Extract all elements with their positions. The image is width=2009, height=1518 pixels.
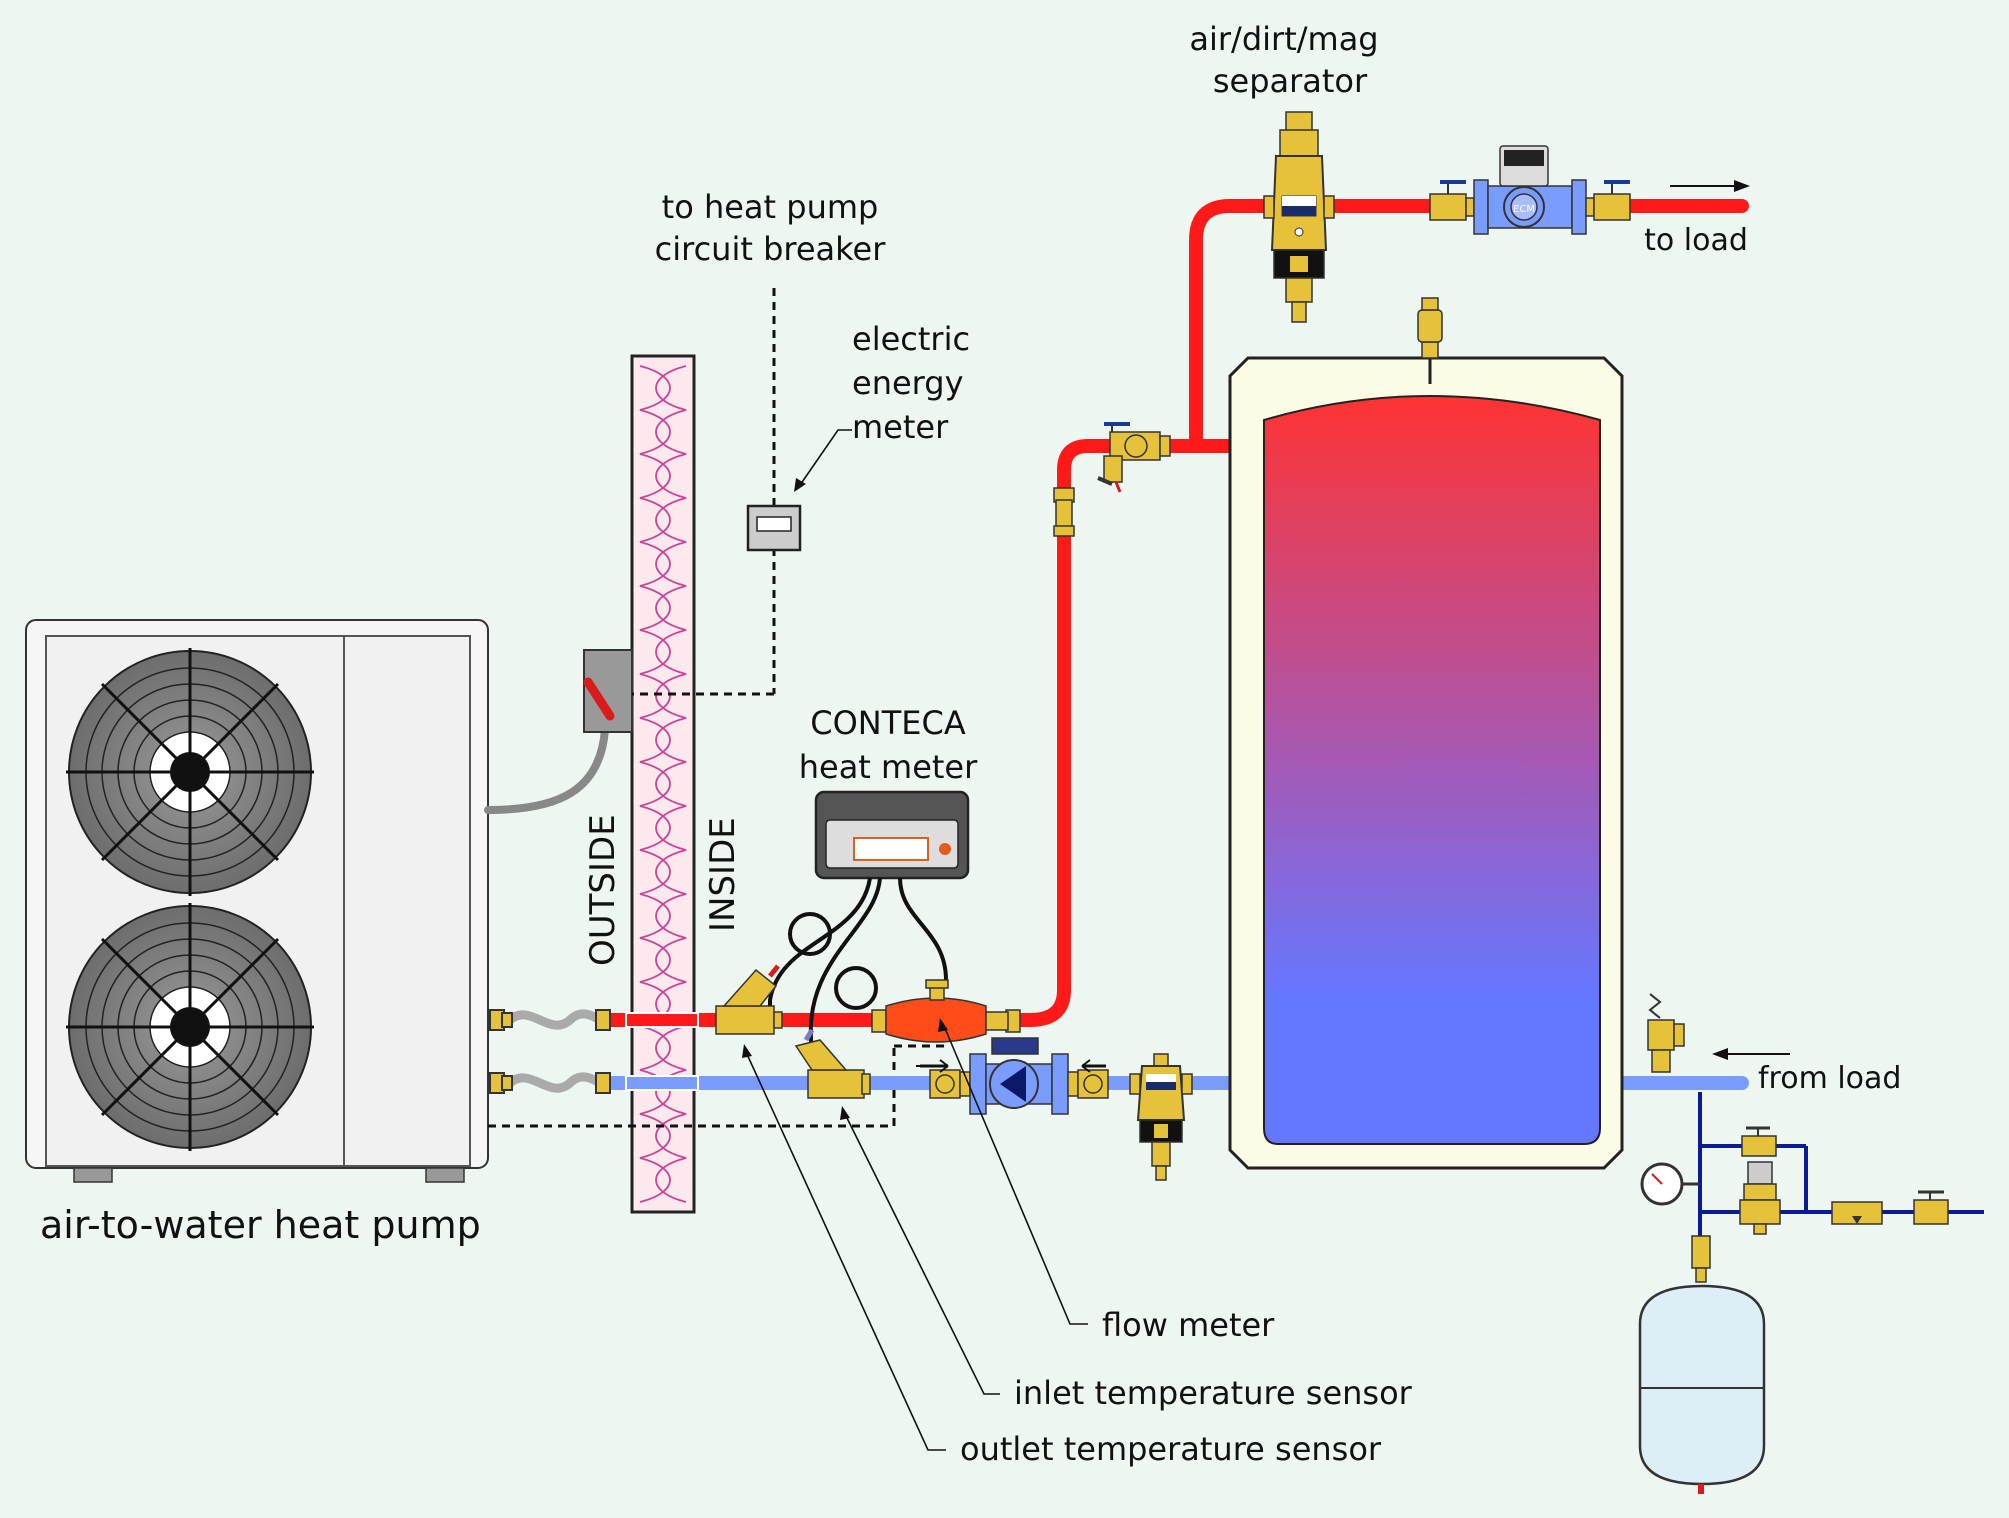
heat-pump-unit [25, 619, 489, 1183]
inlet-sensor-strainer [794, 1028, 871, 1099]
heat-pump-circulator [920, 1037, 1109, 1115]
breaker-label-line1: to heat pump [662, 188, 879, 226]
separator-label-line2: separator [1213, 62, 1368, 100]
air-dirt-mag-separator [1263, 111, 1335, 323]
ecm-badge: ECM [1513, 204, 1535, 215]
flow-meter-body [871, 979, 1021, 1043]
from-load-label: from load [1758, 1061, 1901, 1096]
unit-fittings [489, 1009, 611, 1094]
flow-arrow-icon [916, 1059, 949, 1073]
relief-valve-icon [1647, 993, 1685, 1073]
power-cable [484, 726, 609, 814]
purge-valve-icon [1097, 422, 1171, 493]
disconnect-switch-icon [583, 649, 633, 733]
pressure-gauge-icon [1640, 1162, 1700, 1206]
dashed-wiring [488, 288, 950, 1128]
outlet-sensor-label: outlet temperature sensor [960, 1430, 1382, 1468]
fan-bottom-icon [66, 903, 314, 1151]
leader-arrowheads [742, 478, 948, 1120]
fan-top-icon [66, 648, 314, 896]
inside-label: INSIDE [703, 817, 743, 932]
energy-meter-label-line3: meter [852, 408, 949, 446]
conteca-label-line1: CONTECA [810, 704, 966, 742]
separator-label-line1: air/dirt/mag [1189, 20, 1378, 58]
to-load-label: to load [1644, 223, 1748, 258]
conteca-label-line2: heat meter [799, 748, 978, 786]
exterior-wall [630, 354, 696, 1214]
conteca-heat-meter [814, 790, 970, 880]
buffer-tank [1228, 356, 1624, 1170]
outlet-sensor-strainer [715, 964, 783, 1035]
flow-meter-label: flow meter [1102, 1306, 1275, 1344]
breaker-label-line2: circuit breaker [655, 230, 887, 268]
pipe-sleeves [625, 1012, 699, 1091]
expansion-tank [1638, 1235, 1766, 1494]
electric-energy-meter [746, 504, 802, 552]
inlet-sensor-label: inlet temperature sensor [1014, 1374, 1413, 1412]
temperature-valve-icon [1053, 487, 1075, 537]
energy-meter-label-line2: energy [852, 364, 964, 402]
makeup-water-assembly [1698, 1092, 1984, 1269]
dirt-separator-lower [1129, 1053, 1193, 1181]
load-circulator-top: ECM [1429, 145, 1631, 235]
flex-connectors [505, 1009, 605, 1093]
energy-meter-label-line1: electric [852, 320, 970, 358]
flow-arrow-icon [1081, 1059, 1106, 1073]
leader-lines [745, 429, 1088, 1451]
to-load-arrow-icon [1670, 180, 1750, 192]
heat-pump-label: air-to-water heat pump [40, 1203, 481, 1247]
from-load-arrow-icon [1712, 1048, 1790, 1060]
air-vent-icon [1417, 297, 1443, 359]
outside-label: OUTSIDE [583, 814, 623, 966]
